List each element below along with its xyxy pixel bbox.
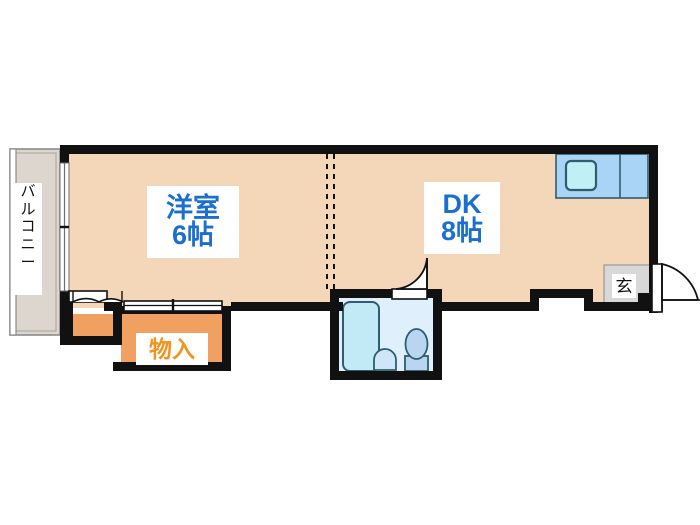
room-label-closet: 物入 (136, 333, 208, 365)
balcony-char-2: ル (20, 200, 36, 218)
toilet (404, 328, 429, 360)
kitchen-sink (564, 159, 598, 192)
room-label-balcony: バ ル コ ニ ー (14, 183, 42, 295)
room-label-washitsu: 洋室 6帖 (147, 186, 239, 258)
balcony-sliding-window[interactable] (59, 162, 70, 292)
washbasin (373, 348, 397, 371)
balcony-char-3: コ (20, 218, 36, 236)
room-label-dk: DK 8帖 (424, 182, 500, 254)
room-label-dk-size: 8帖 (440, 216, 484, 246)
balcony-char-4: ニ (20, 236, 36, 254)
room-label-genkan: 玄 (612, 274, 636, 298)
room-label-washitsu-size: 6帖 (171, 220, 215, 250)
room-label-washitsu-name: 洋室 (166, 193, 220, 223)
balcony-char-1: バ (20, 183, 36, 200)
bathroom-door[interactable] (391, 257, 428, 300)
balcony-area (9, 148, 61, 336)
sliding-partition[interactable] (326, 154, 335, 292)
balcony-char-5: ー (20, 253, 36, 271)
room-label-closet-text: 物入 (149, 335, 195, 362)
washitsu-entry-doors[interactable] (68, 290, 124, 303)
kitchen-counter (555, 153, 649, 199)
closet-sliding-doors[interactable] (123, 299, 223, 313)
room-label-dk-name: DK (442, 189, 482, 219)
entrance-door[interactable] (651, 262, 700, 313)
bathroom-area (338, 297, 434, 376)
room-label-genkan-text: 玄 (615, 276, 633, 296)
